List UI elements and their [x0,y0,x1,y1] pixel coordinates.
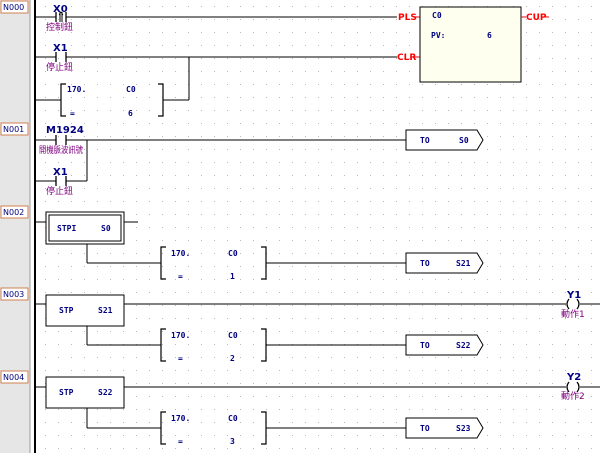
svg-text:170.: 170. [171,331,190,340]
svg-text:STP: STP [59,306,74,315]
step-block-stpi-s0[interactable]: STPI S0 [45,211,125,245]
svg-text:STP: STP [59,388,74,397]
svg-text:N002: N002 [3,208,24,217]
coil-y1[interactable]: Y1 動作1 [561,290,600,320]
step-block-stp-s21[interactable]: STP S21 [45,294,125,327]
pin-cup-label: CUP [526,13,547,23]
coil-y2[interactable]: Y2 動作2 [561,372,600,402]
svg-text:2: 2 [230,354,235,363]
network-label-n001[interactable]: N001 [0,122,29,136]
svg-text:3: 3 [230,437,235,446]
svg-text:6: 6 [487,31,492,40]
svg-text:6: 6 [128,109,133,118]
svg-text:N000: N000 [3,3,24,12]
svg-text:C0: C0 [432,11,442,20]
svg-text:S22: S22 [456,341,471,350]
svg-text:S22: S22 [98,388,113,397]
coil-comment: 動作2 [561,390,585,402]
svg-text:S21: S21 [456,259,471,268]
svg-text:170.: 170. [171,249,190,258]
svg-text:X1: X1 [53,43,68,54]
network-label-n004[interactable]: N004 [0,370,29,384]
coil-comment: 動作1 [561,308,585,320]
contact-x1-stop[interactable]: X1 停止鈕 [35,167,87,197]
counter-block-c0[interactable]: PLS CLR C0 PV: 6 CUP [397,6,549,83]
svg-text:M1924: M1924 [46,125,84,136]
svg-text:170.: 170. [67,85,86,94]
svg-text:=: = [70,109,75,118]
svg-text:TO: TO [420,259,430,268]
svg-text:N001: N001 [3,125,24,134]
contact-comment: 停止鈕 [46,61,73,73]
contact-m1924[interactable]: M1924 開機脈波訊號 [35,125,84,156]
contact-comment: 控制鈕 [46,21,73,33]
svg-text:Y1: Y1 [566,290,581,301]
to-block-s22[interactable]: TO S22 [405,334,484,356]
network-label-n002[interactable]: N002 [0,205,29,219]
step-block-stp-s22[interactable]: STP S22 [45,376,125,409]
contact-x0[interactable]: X0 控制鈕 [35,4,73,33]
to-block-s21[interactable]: TO S21 [405,252,484,274]
pin-clr-label: CLR [397,53,416,63]
svg-text:S23: S23 [456,424,471,433]
svg-text:S0: S0 [459,136,469,145]
svg-text:Y2: Y2 [566,372,581,383]
svg-text:=: = [178,272,183,281]
to-block-s0[interactable]: TO S0 [405,129,484,151]
svg-text:C0: C0 [228,331,238,340]
contact-x1-reset[interactable]: X1 停止鈕 [35,43,73,73]
svg-text:PV:: PV: [431,31,445,40]
compare-block-c0-eq-6[interactable]: 170. C0 = 6 [35,83,189,118]
contact-comment: 停止鈕 [46,185,73,197]
svg-text:C0: C0 [228,414,238,423]
svg-text:=: = [178,354,183,363]
svg-text:N004: N004 [3,373,24,382]
pin-pls-label: PLS [398,13,417,23]
svg-text:170.: 170. [171,414,190,423]
svg-text:X1: X1 [53,167,68,178]
svg-text:X0: X0 [53,4,68,15]
svg-text:C0: C0 [228,249,238,258]
svg-text:TO: TO [420,136,430,145]
svg-text:C0: C0 [126,85,136,94]
compare-block-c0-eq-1[interactable]: 170. C0 = 1 [160,246,267,281]
svg-text:TO: TO [420,341,430,350]
network-label-n003[interactable]: N003 [0,287,29,301]
to-block-s23[interactable]: TO S23 [405,417,484,439]
svg-text:S21: S21 [98,306,113,315]
network-label-n000[interactable]: N000 [0,0,29,14]
compare-block-c0-eq-3[interactable]: 170. C0 = 3 [160,411,267,446]
svg-text:=: = [178,437,183,446]
svg-text:S0: S0 [101,224,111,233]
network-gutter [0,0,30,453]
svg-text:STPI: STPI [57,224,76,233]
contact-comment: 開機脈波訊號 [39,144,83,156]
svg-text:1: 1 [230,272,235,281]
svg-text:N003: N003 [3,290,24,299]
svg-text:TO: TO [420,424,430,433]
